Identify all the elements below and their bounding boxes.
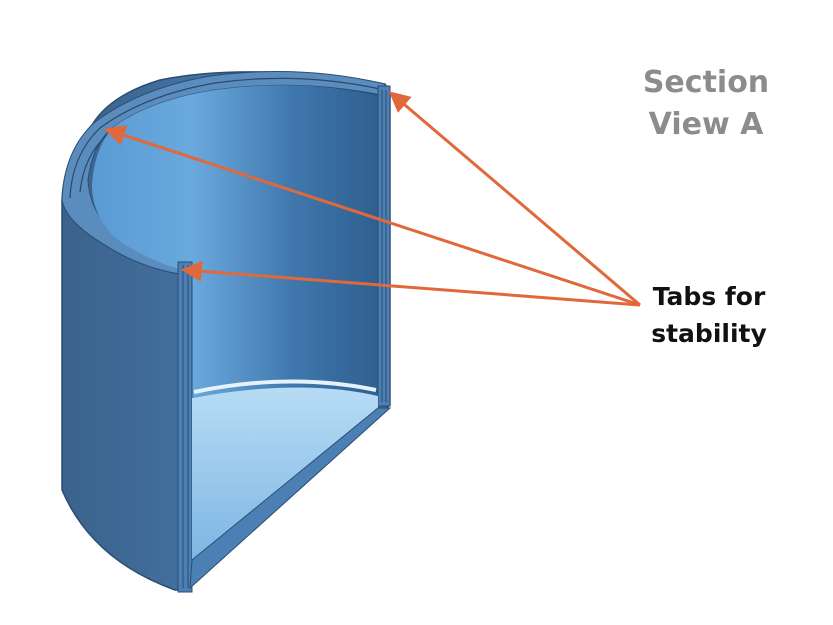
arrow-to-top-left-tab [104,125,641,307]
arrow-to-top-right-tab [388,91,641,307]
callout-arrows [104,91,641,307]
floor-surface [192,387,378,560]
arrow-to-side-tab [180,260,641,307]
floor-highlight [193,379,377,394]
callout-line-1: Tabs for [652,282,766,311]
inner-wall [92,85,380,400]
rim-groove-outer [69,77,386,199]
left-cut-face [177,261,193,593]
section-label-line-1: Section [642,65,770,100]
callout-line-2: stability [651,319,767,348]
bottom-cut-edge [189,407,392,590]
section-view-label: Section View A [606,62,806,146]
tabs-callout-label: Tabs for stability [634,278,784,352]
right-cut-face [377,85,391,407]
section-label-line-2: View A [648,107,764,142]
